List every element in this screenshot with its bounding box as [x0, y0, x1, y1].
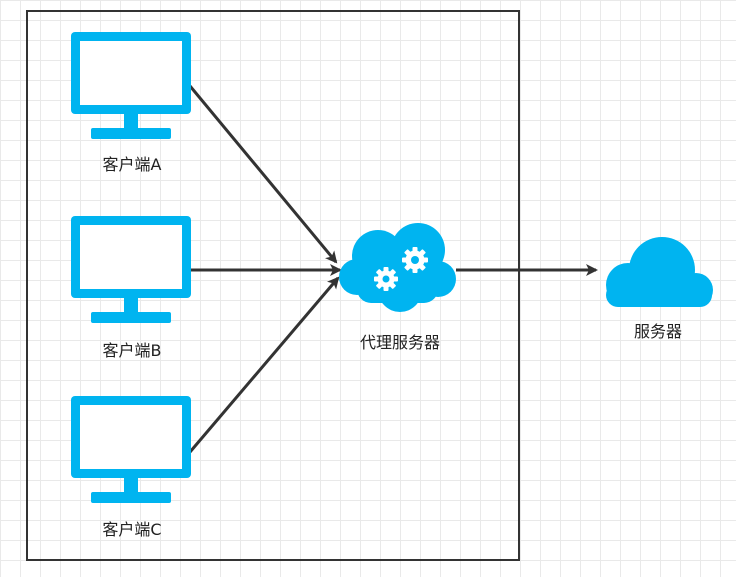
edge-client-a-to-proxy [188, 85, 338, 264]
cloud-icon[interactable] [606, 237, 713, 307]
server-label: 服务器 [633, 322, 682, 341]
proxy-server-label: 代理服务器 [359, 333, 440, 352]
client-c-label: 客户端C [102, 520, 162, 539]
cloud-gears-icon[interactable] [339, 223, 456, 312]
edge-client-c-to-proxy [188, 276, 340, 453]
client-b-label: 客户端B [102, 341, 162, 360]
boundary-frame [26, 10, 520, 561]
monitor-icon[interactable] [71, 216, 191, 323]
monitor-icon[interactable] [71, 396, 191, 503]
monitor-icon[interactable] [71, 32, 191, 139]
client-a-label: 客户端A [102, 155, 162, 174]
